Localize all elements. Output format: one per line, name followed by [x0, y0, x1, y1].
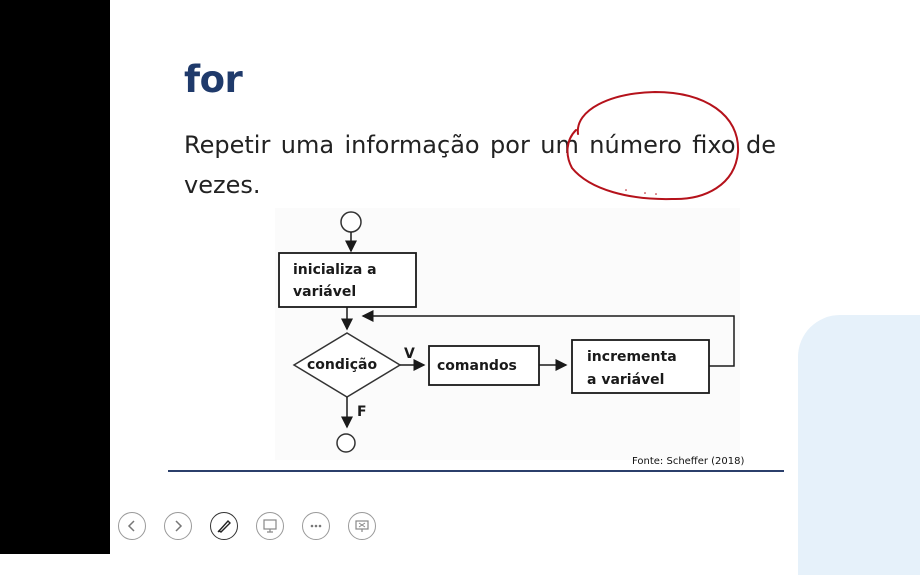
increment-box — [571, 339, 710, 394]
true-label: V — [404, 346, 415, 362]
init-box-line-1: inicializa a — [293, 262, 377, 278]
slide-title: for — [184, 58, 243, 101]
commands-box — [428, 345, 540, 386]
commands-label: comandos — [437, 358, 517, 374]
increment-line-1: incrementa — [587, 349, 677, 365]
chevron-right-icon — [175, 520, 183, 532]
next-slide-button[interactable] — [164, 512, 192, 540]
pen-tool-button[interactable] — [210, 512, 238, 540]
slide-body-text: Repetir uma informação por um número fix… — [184, 131, 776, 199]
ink-annotation-circle — [566, 90, 740, 201]
ellipsis-icon — [310, 524, 322, 528]
flowchart-diagram: inicializa a variável condição V comando… — [278, 211, 735, 453]
screen-icon — [355, 520, 369, 532]
end-node — [336, 433, 356, 453]
left-black-bar — [0, 0, 110, 554]
start-node — [340, 211, 362, 233]
source-caption: Fonte: Scheffer (2018) — [632, 456, 745, 467]
increment-line-2: a variável — [587, 372, 664, 388]
more-options-button[interactable] — [302, 512, 330, 540]
pen-icon — [217, 519, 231, 533]
decorative-corner-shape — [798, 315, 920, 575]
previous-slide-button[interactable] — [118, 512, 146, 540]
init-box-line-2: variável — [293, 284, 356, 300]
false-label: F — [357, 404, 367, 420]
screen-toggle-button[interactable] — [348, 512, 376, 540]
slides-grid-icon — [263, 519, 277, 533]
chevron-left-icon — [127, 520, 135, 532]
condition-label: condição — [307, 357, 377, 373]
slide-divider — [168, 470, 784, 472]
init-box — [278, 252, 417, 308]
see-all-slides-button[interactable] — [256, 512, 284, 540]
